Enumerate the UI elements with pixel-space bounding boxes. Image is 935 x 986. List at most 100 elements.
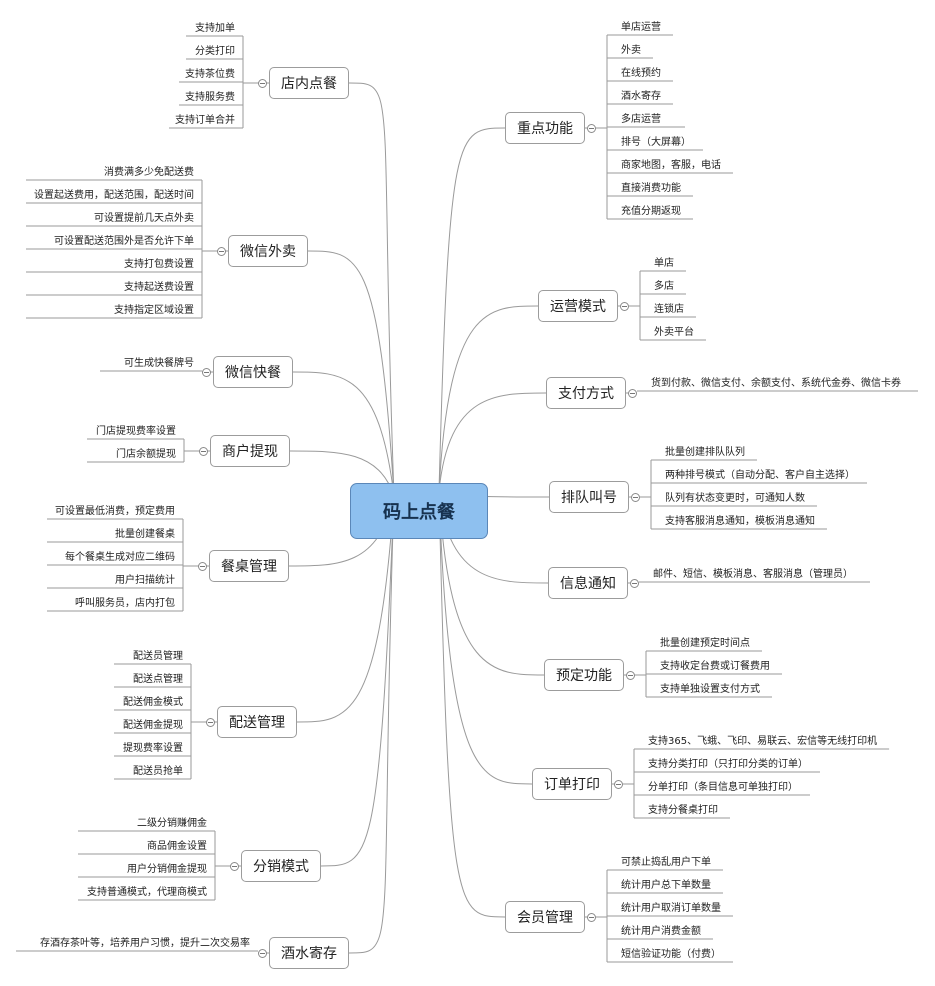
leaf-item: 统计用户消费金额 [621,926,701,937]
leaf-item: 配送员管理 [133,651,183,662]
leaf-item: 配送佣金模式 [123,697,183,708]
branch-微信外卖[interactable]: 微信外卖 [228,235,308,267]
leaf-item: 酒水寄存 [621,91,661,102]
collapse-toggle-icon[interactable] [199,447,208,456]
branch-配送管理[interactable]: 配送管理 [217,706,297,738]
collapse-toggle-icon[interactable] [587,124,596,133]
branch-排队叫号[interactable]: 排队叫号 [549,481,629,513]
leaf-item: 配送点管理 [133,674,183,685]
collapse-toggle-icon[interactable] [614,780,623,789]
leaf-item: 门店余额提现 [116,449,176,460]
branch-微信快餐[interactable]: 微信快餐 [213,356,293,388]
leaf-item: 支持收定台费或订餐费用 [660,661,770,672]
leaf-item: 外卖 [621,45,641,56]
branch-店内点餐[interactable]: 店内点餐 [269,67,349,99]
leaf-item: 可生成快餐牌号 [124,358,194,369]
leaf-item: 支持起送费设置 [124,282,194,293]
leaf-item: 批量创建预定时间点 [660,638,750,649]
leaf-item: 支持365、飞蛾、飞印、易联云、宏信等无线打印机 [648,736,878,747]
leaf-item: 连锁店 [654,304,684,315]
leaf-item: 存酒存茶叶等，培养用户习惯，提升二次交易率 [40,938,250,949]
leaf-item: 门店提现费率设置 [96,426,176,437]
root-connector-left-3 [289,450,395,497]
leaf-item: 可设置最低消费，预定费用 [55,506,175,517]
leaf-item: 多店运营 [621,114,661,125]
collapse-toggle-icon[interactable] [217,247,226,256]
leaf-item: 外卖平台 [654,327,694,338]
root-connector-left-5 [296,495,395,723]
branch-支付方式[interactable]: 支付方式 [546,377,626,409]
leaf-item: 邮件、短信、模板消息、客服消息（管理员） [653,569,853,580]
leaf-item: 队列有状态变更时，可通知人数 [665,493,805,504]
root-connector-left-2 [292,371,395,497]
leaf-item: 单店运营 [621,22,661,33]
root-connector-right-0 [438,127,506,492]
leaf-item: 排号（大屏幕） [621,137,691,148]
leaf-item: 商家地图，客服，电话 [621,160,721,171]
leaf-item: 统计用户取消订单数量 [621,903,721,914]
leaf-item: 支持分类打印（只打印分类的订单） [648,759,808,770]
branch-运营模式[interactable]: 运营模式 [538,290,618,322]
leaf-item: 支持服务费 [185,92,235,103]
root-connector-left-6 [320,495,395,867]
leaf-item: 支持加单 [195,23,235,34]
leaf-item: 配送佣金提现 [123,720,183,731]
collapse-toggle-icon[interactable] [587,913,596,922]
root-connector-left-1 [307,250,395,497]
leaf-item: 支持打包费设置 [124,259,194,270]
collapse-toggle-icon[interactable] [626,671,635,680]
leaf-item: 呼叫服务员，店内打包 [75,598,175,609]
branch-分销模式[interactable]: 分销模式 [241,850,321,882]
leaf-item: 提现费率设置 [123,743,183,754]
leaf-item: 货到付款、微信支付、余额支付、系统代金券、微信卡券 [651,378,901,389]
leaf-item: 直接消费功能 [621,183,681,194]
leaf-item: 支持分餐桌打印 [648,805,718,816]
leaf-item: 充值分期返现 [621,206,681,217]
leaf-item: 商品佣金设置 [147,841,207,852]
collapse-toggle-icon[interactable] [620,302,629,311]
leaf-item: 支持普通模式，代理商模式 [87,887,207,898]
root-connector-left-7 [348,495,395,954]
leaf-item: 在线预约 [621,68,661,79]
leaf-item: 用户扫描统计 [115,575,175,586]
leaf-item: 支持茶位费 [185,69,235,80]
branch-会员管理[interactable]: 会员管理 [505,901,585,933]
collapse-toggle-icon[interactable] [198,562,207,571]
leaf-item: 配送员抢单 [133,766,183,777]
leaf-item: 支持客服消息通知，模板消息通知 [665,516,815,527]
root-connector-right-7 [438,490,506,918]
leaf-item: 分类打印 [195,46,235,57]
root-connector-right-6 [438,490,533,785]
root-connector-right-1 [438,305,539,492]
leaf-item: 二级分销赚佣金 [137,818,207,829]
leaf-item: 可设置提前几天点外卖 [94,213,194,224]
collapse-toggle-icon[interactable] [631,493,640,502]
branch-商户提现[interactable]: 商户提现 [210,435,290,467]
root-connector-right-5 [438,490,545,676]
leaf-item: 统计用户总下单数量 [621,880,711,891]
branch-酒水寄存[interactable]: 酒水寄存 [269,937,349,969]
collapse-toggle-icon[interactable] [206,718,215,727]
collapse-toggle-icon[interactable] [202,368,211,377]
leaf-item: 批量创建排队队列 [665,447,745,458]
leaf-item: 设置起送费用，配送范围，配送时间 [34,190,194,201]
leaf-item: 可设置配送范围外是否允许下单 [54,236,194,247]
root-node[interactable]: 码上点餐 [350,483,488,539]
root-connector-right-2 [438,392,547,492]
branch-重点功能[interactable]: 重点功能 [505,112,585,144]
collapse-toggle-icon[interactable] [630,579,639,588]
branch-预定功能[interactable]: 预定功能 [544,659,624,691]
leaf-item: 可禁止捣乱用户下单 [621,857,711,868]
collapse-toggle-icon[interactable] [258,79,267,88]
collapse-toggle-icon[interactable] [230,862,239,871]
collapse-toggle-icon[interactable] [258,949,267,958]
leaf-item: 批量创建餐桌 [115,529,175,540]
leaf-item: 每个餐桌生成对应二维码 [65,552,175,563]
branch-订单打印[interactable]: 订单打印 [532,768,612,800]
leaf-item: 单店 [654,258,674,269]
collapse-toggle-icon[interactable] [628,389,637,398]
leaf-item: 分单打印（条目信息可单独打印） [648,782,798,793]
branch-餐桌管理[interactable]: 餐桌管理 [209,550,289,582]
branch-信息通知[interactable]: 信息通知 [548,567,628,599]
